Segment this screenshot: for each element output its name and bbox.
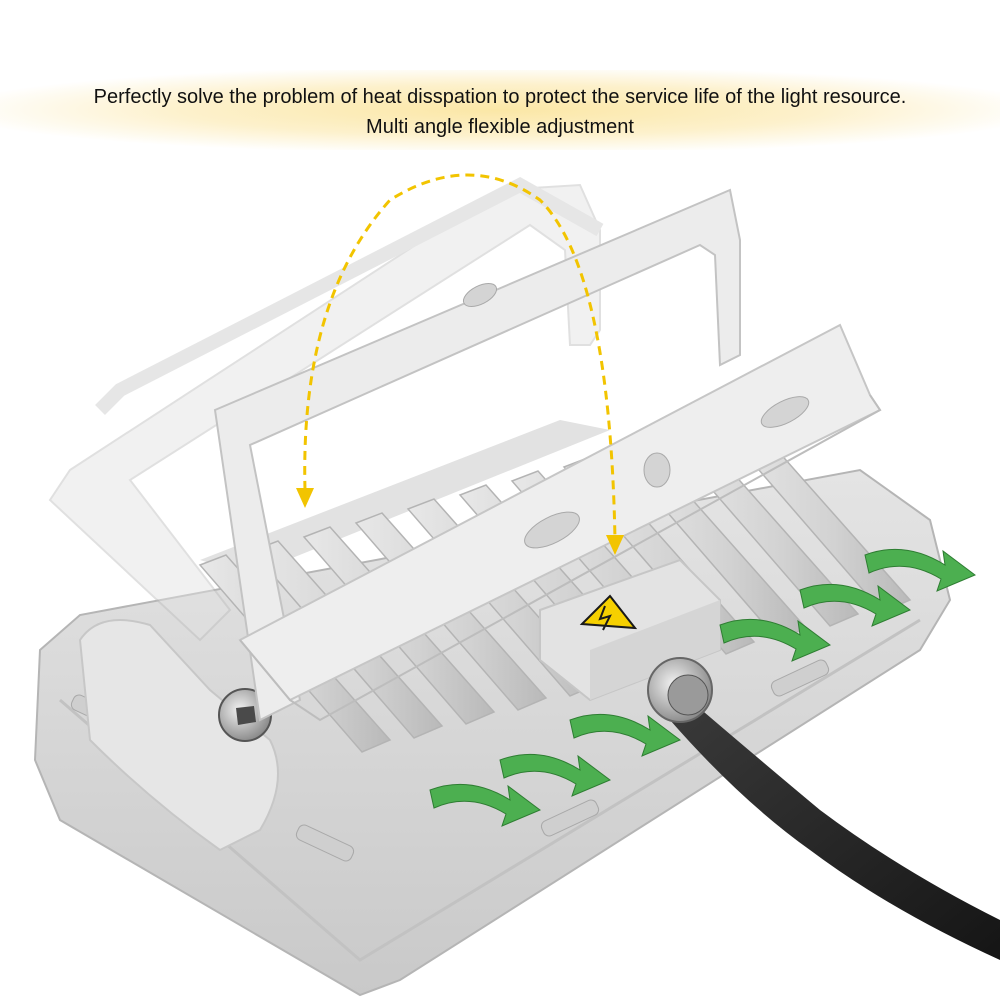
airflow-arrow-icon xyxy=(864,548,976,592)
airflow-arrow-icon xyxy=(569,713,681,757)
caption-banner xyxy=(0,70,1000,150)
airflow-arrow-icon xyxy=(719,618,831,662)
airflow-arrow-icon xyxy=(499,753,611,797)
high-voltage-warning-icon xyxy=(579,594,638,631)
airflow-arrow-icon xyxy=(429,783,541,827)
caption: Perfectly solve the problem of heat diss… xyxy=(0,82,1000,142)
caption-line-1: Perfectly solve the problem of heat diss… xyxy=(93,86,907,108)
mounting-bracket xyxy=(213,188,882,722)
bracket-ghost xyxy=(48,177,604,642)
airflow-arrow-icon xyxy=(799,583,911,627)
caption-line-2: Multi angle flexible adjustment xyxy=(366,116,634,138)
power-cable xyxy=(647,657,1000,960)
